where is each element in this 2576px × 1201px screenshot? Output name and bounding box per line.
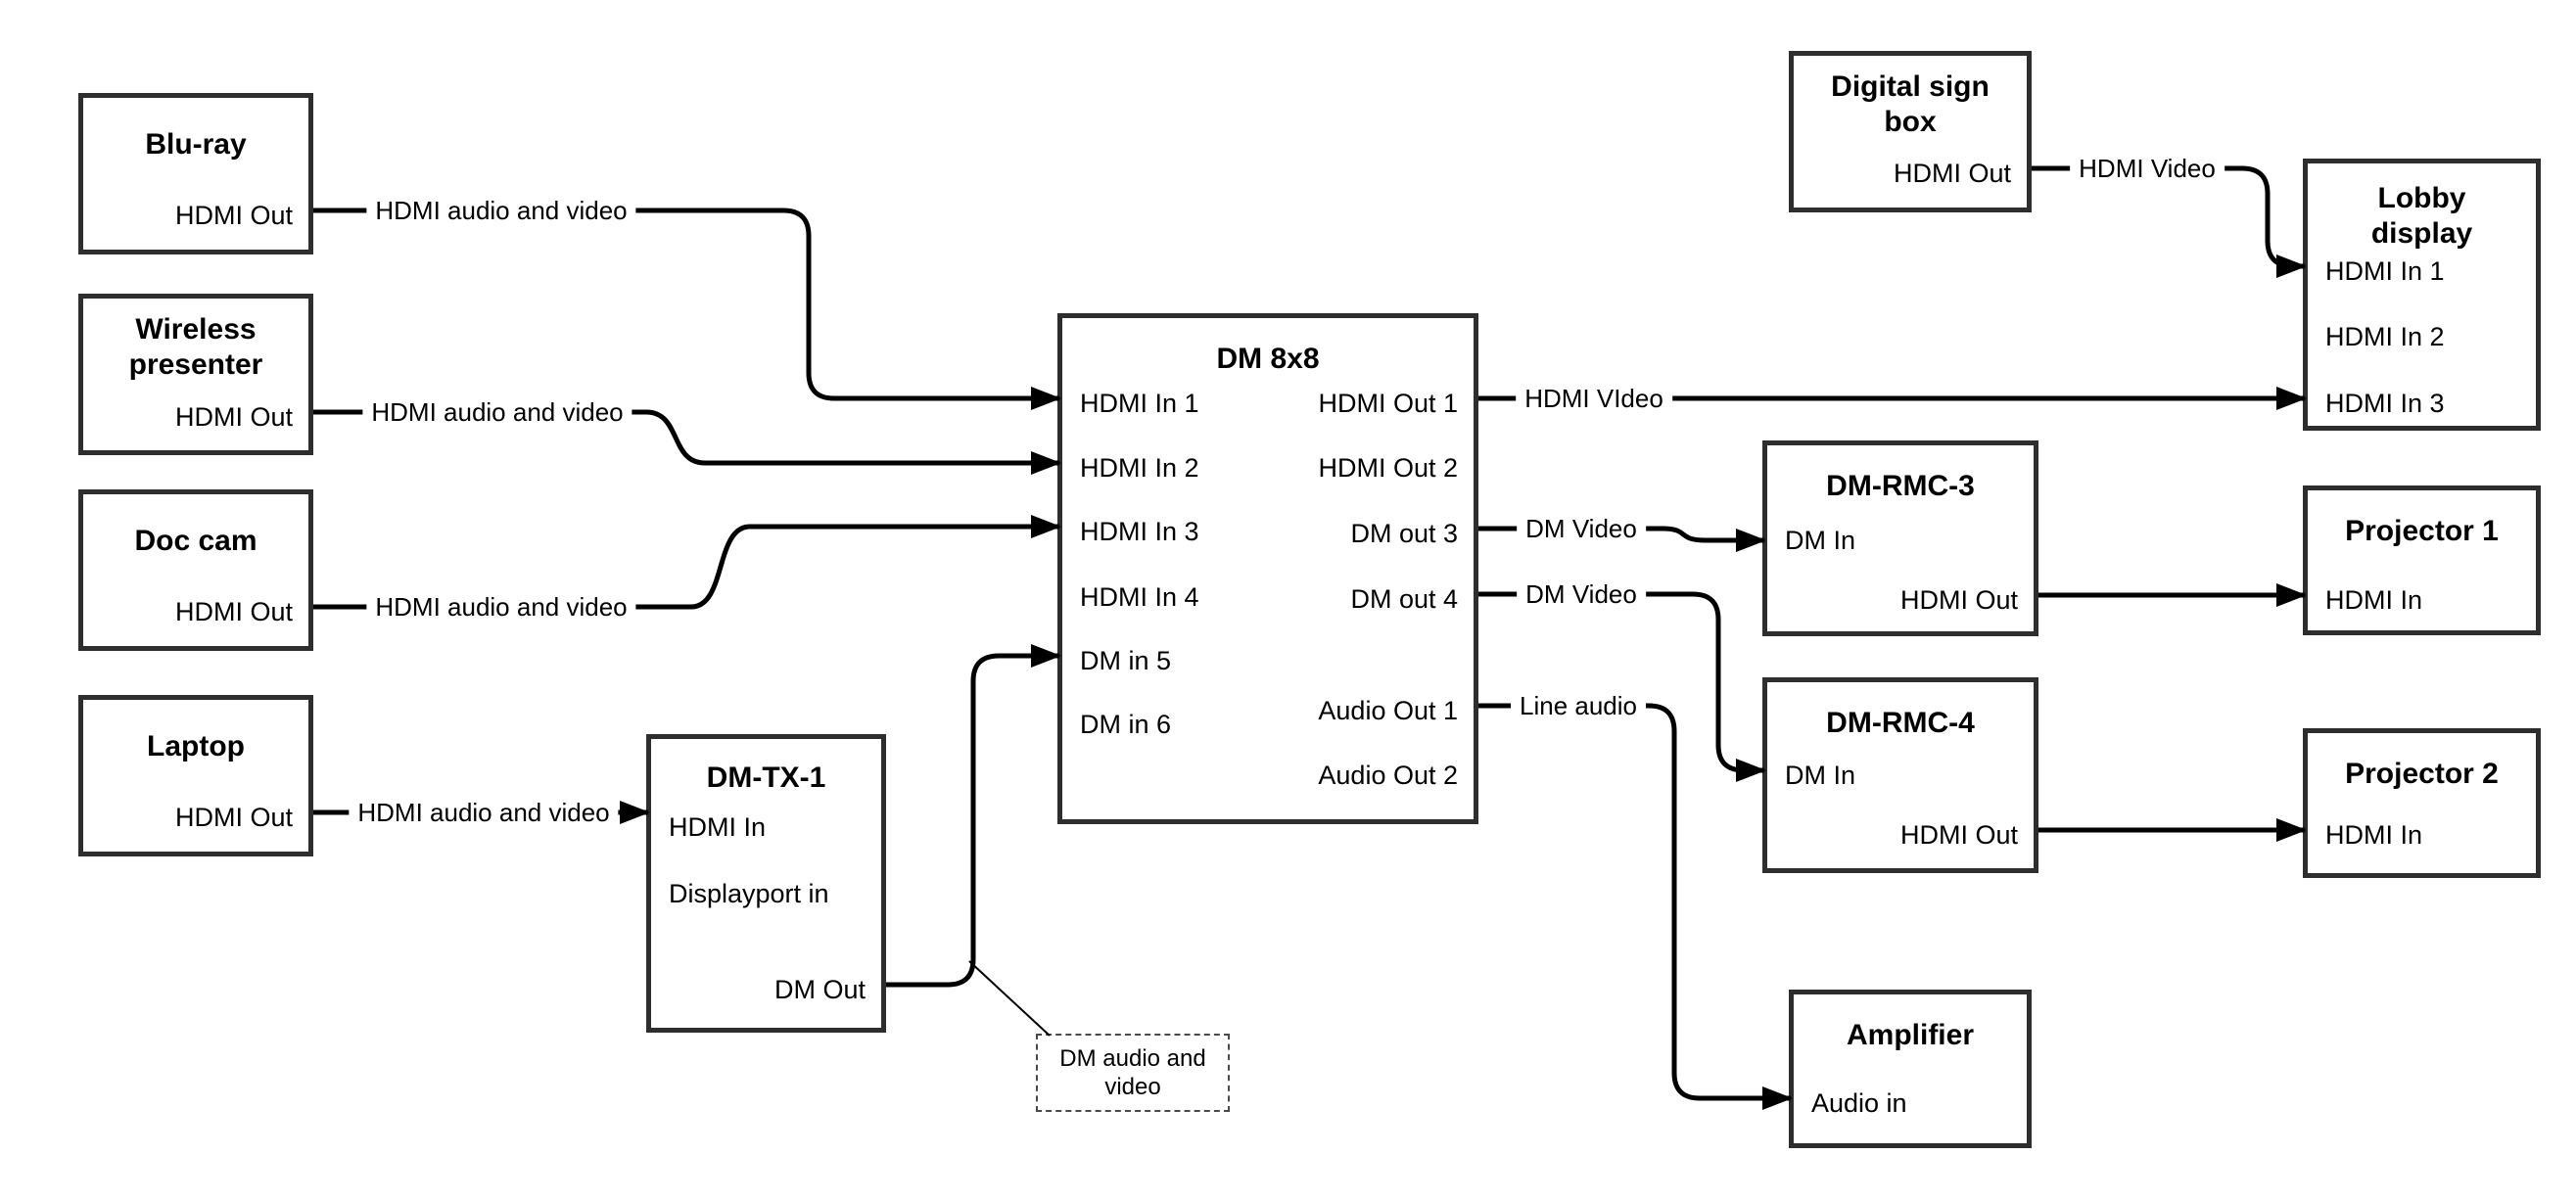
node-lobby-display: Lobby display HDMI In 1 HDMI In 2 HDMI I… xyxy=(2303,159,2541,431)
node-doc-cam: Doc cam HDMI Out xyxy=(78,489,313,651)
node-bluray: Blu-ray HDMI Out xyxy=(78,93,313,254)
port-hdmi-in: HDMI In xyxy=(669,812,767,842)
node-amplifier: Amplifier Audio in xyxy=(1789,990,2032,1148)
node-title: DM-TX-1 xyxy=(706,762,826,794)
port-hdmi-out: HDMI Out xyxy=(1899,585,2018,615)
node-title: Blu-ray xyxy=(145,128,247,161)
wire-dmtx1-dmout-to-dm8x8-in5 xyxy=(886,644,1061,988)
port-hdmi-out-2: HDMI Out 2 xyxy=(1318,453,1458,483)
port-audio-out-2: Audio Out 2 xyxy=(1318,761,1458,790)
node-wireless-presenter: Wireless presenter HDMI Out xyxy=(78,294,313,455)
node-projector-2: Projector 2 HDMI In xyxy=(2303,728,2541,878)
port-audio-in: Audio in xyxy=(1811,1088,1907,1118)
port-dm-in: DM In xyxy=(1785,526,1856,555)
callout-text: DM audio and video xyxy=(1059,1045,1206,1100)
node-title: Doc cam xyxy=(134,525,258,557)
node-dm-tx-1: DM-TX-1 HDMI In Displayport in DM Out xyxy=(646,734,886,1033)
port-hdmi-out: HDMI Out xyxy=(1899,820,2018,850)
node-dm-rmc-3: DM-RMC-3 DM In HDMI Out xyxy=(1762,440,2038,636)
port-hdmi-out: HDMI Out xyxy=(174,201,293,230)
port-hdmi-out: HDMI Out xyxy=(174,597,293,626)
port-hdmi-in-3: HDMI In 3 xyxy=(2325,389,2445,418)
node-title: Projector 1 xyxy=(2345,515,2499,547)
node-title: Amplifier xyxy=(1846,1019,1975,1051)
port-audio-out-1: Audio Out 1 xyxy=(1318,696,1458,725)
node-title: Lobby display xyxy=(2370,182,2473,250)
port-hdmi-in-3: HDMI In 3 xyxy=(1080,517,1199,546)
port-hdmi-in: HDMI In xyxy=(2325,585,2423,615)
port-hdmi-in-1: HDMI In 1 xyxy=(2325,256,2445,286)
node-projector-1: Projector 1 HDMI In xyxy=(2303,485,2541,635)
wire-label-hdmi-audio-video-4: HDMI audio and video xyxy=(349,797,619,828)
port-dm-out-3: DM out 3 xyxy=(1350,519,1458,548)
port-dm-in-6: DM in 6 xyxy=(1080,710,1172,739)
node-laptop: Laptop HDMI Out xyxy=(78,695,313,856)
port-hdmi-out: HDMI Out xyxy=(1893,159,2011,188)
node-title: Projector 2 xyxy=(2345,758,2499,790)
port-dm-in-5: DM in 5 xyxy=(1080,646,1172,675)
node-title: DM-RMC-3 xyxy=(1826,470,1975,502)
port-hdmi-in-2: HDMI In 2 xyxy=(2325,322,2445,351)
port-hdmi-in: HDMI In xyxy=(2325,820,2423,850)
wire-label-dm-video-2: DM Video xyxy=(1517,578,1646,610)
node-digital-sign-box: Digital sign box HDMI Out xyxy=(1789,51,2032,212)
wire-label-line-audio: Line audio xyxy=(1511,690,1646,721)
wire-bluray-to-dm8x8-in1 xyxy=(313,208,1061,410)
node-title: Wireless presenter xyxy=(128,313,263,381)
port-hdmi-out: HDMI Out xyxy=(174,803,293,832)
node-title: DM 8x8 xyxy=(1216,343,1320,375)
node-title: DM-RMC-4 xyxy=(1826,707,1975,739)
node-dm-rmc-4: DM-RMC-4 DM In HDMI Out xyxy=(1762,677,2038,873)
wire-dm8x8-audioout1-to-amp xyxy=(1478,703,1793,1110)
wire-label-hdmi-audio-video-3: HDMI audio and video xyxy=(366,591,636,623)
callout-leader-line xyxy=(968,960,1051,1037)
wire-label-hdmi-video: HDMI Video xyxy=(2070,153,2225,184)
node-dm-8x8: DM 8x8 HDMI In 1 HDMI In 2 HDMI In 3 HDM… xyxy=(1057,313,1478,824)
port-dm-in: DM In xyxy=(1785,761,1856,790)
callout-dm-audio-video: DM audio and video xyxy=(1036,1034,1230,1112)
port-dm-out: DM Out xyxy=(773,975,866,1004)
port-hdmi-in-2: HDMI In 2 xyxy=(1080,453,1199,483)
port-dm-out-4: DM out 4 xyxy=(1350,584,1458,614)
port-hdmi-out: HDMI Out xyxy=(174,402,293,432)
port-hdmi-in-4: HDMI In 4 xyxy=(1080,582,1199,612)
port-displayport-in: Displayport in xyxy=(669,879,829,908)
node-title: Digital sign box xyxy=(1831,70,1990,138)
wire-label-hdmi-video-out1: HDMI VIdeo xyxy=(1516,383,1672,414)
node-title: Laptop xyxy=(147,730,245,762)
wire-label-hdmi-audio-video-2: HDMI audio and video xyxy=(362,396,632,428)
wire-dm8x8-out4-to-rmc4-dmin xyxy=(1478,591,1766,782)
port-hdmi-in-1: HDMI In 1 xyxy=(1080,389,1199,418)
wire-label-hdmi-audio-video-1: HDMI audio and video xyxy=(366,195,636,226)
port-hdmi-out-1: HDMI Out 1 xyxy=(1318,389,1458,418)
wire-label-dm-video-1: DM Video xyxy=(1517,513,1646,544)
